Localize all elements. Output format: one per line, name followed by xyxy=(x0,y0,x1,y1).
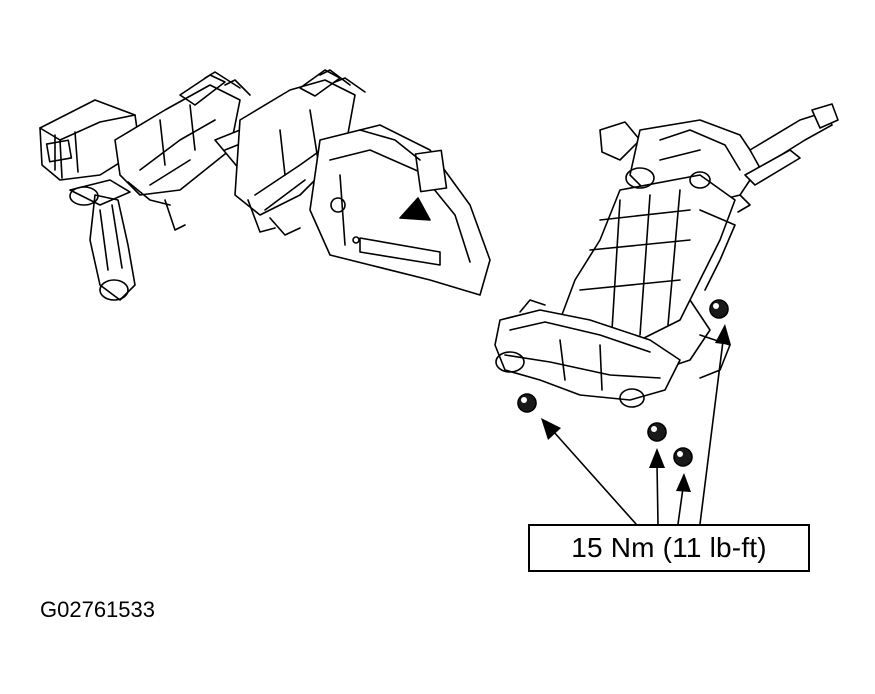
arrowhead-4 xyxy=(715,324,731,345)
arrow-line-2 xyxy=(656,463,659,525)
nut-3 xyxy=(673,447,693,467)
figure-id: G02761533 xyxy=(40,597,155,622)
torque-spec-label: 15 Nm (11 lb-ft) xyxy=(528,524,810,572)
intermediate-shaft-assembly xyxy=(39,69,491,301)
arrowhead-1 xyxy=(541,418,561,440)
arrow-line-1 xyxy=(552,430,637,525)
nut-2 xyxy=(647,422,667,442)
nut-4 xyxy=(709,299,729,319)
nut-1 xyxy=(517,393,537,413)
leader-arrows xyxy=(552,340,724,525)
arrow-line-3 xyxy=(677,487,684,525)
arrowhead-2 xyxy=(649,448,665,468)
arrow-line-4 xyxy=(699,340,724,525)
steering-column-assembly xyxy=(494,103,839,408)
arrowhead-3 xyxy=(676,473,691,492)
